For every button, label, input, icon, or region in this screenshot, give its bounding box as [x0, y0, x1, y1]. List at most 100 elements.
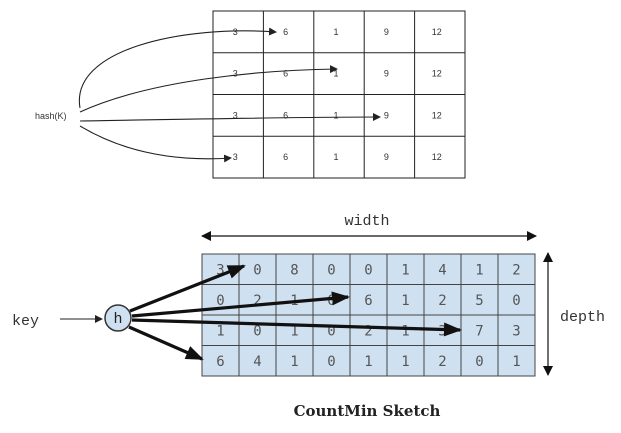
countmin-cell-value: 2	[364, 323, 372, 339]
hash-cell-value: 6	[283, 27, 288, 37]
countmin-cell: 1	[497, 345, 536, 377]
countmin-cell-box	[460, 345, 499, 377]
countmin-cell: 5	[460, 284, 499, 316]
countmin-cell: 0	[312, 345, 351, 377]
countmin-cell-box	[238, 284, 277, 316]
countmin-cell-value: 2	[438, 354, 446, 370]
countmin-cell-box	[386, 253, 425, 285]
hash-cell-value: 3	[233, 69, 238, 79]
countmin-cell-box	[497, 345, 536, 377]
countmin-cell-box	[386, 345, 425, 377]
hash-cell-value: 1	[333, 110, 338, 120]
countmin-cell-box	[460, 253, 499, 285]
countmin-cell-value: 1	[216, 323, 224, 339]
countmin-cell-value: 1	[364, 354, 372, 370]
countmin-cell-box	[238, 345, 277, 377]
countmin-cell: 0	[312, 314, 351, 346]
countmin-cell: 1	[275, 314, 314, 346]
countmin-cell: 6	[201, 345, 240, 377]
countmin-cell: 0	[238, 253, 277, 285]
countmin-cell-value: 1	[475, 262, 483, 278]
countmin-cell-box	[349, 314, 388, 346]
countmin-cell-value: 4	[438, 262, 446, 278]
hash-arrow-row-1	[78, 27, 277, 109]
countmin-cell: 1	[386, 345, 425, 377]
hash-cell-value: 1	[333, 69, 338, 79]
countmin-cell-value: 0	[512, 293, 520, 309]
width-dimension: width	[201, 213, 537, 241]
hash-node-circle	[104, 304, 132, 332]
hash-cell-value: 12	[432, 27, 442, 37]
cms-arrow-row-2	[131, 291, 350, 318]
countmin-cell: 1	[386, 253, 425, 285]
countmin-cell-box	[201, 345, 240, 377]
countmin-cell-box	[497, 314, 536, 346]
hash-cell-value: 3	[233, 152, 238, 162]
hash-cell-value: 9	[384, 27, 389, 37]
hash-cell-value: 1	[333, 27, 338, 37]
countmin-cell-value: 0	[327, 293, 335, 309]
countmin-cell: 1	[349, 345, 388, 377]
hash-cell-value: 6	[283, 110, 288, 120]
countmin-cell: 0	[497, 284, 536, 316]
countmin-cell-box	[275, 345, 314, 377]
countmin-cell-value: 1	[401, 262, 409, 278]
hash-k-label: hash(K)	[35, 111, 67, 121]
countmin-cell-value: 6	[216, 354, 224, 370]
countmin-cell-value: 0	[253, 323, 261, 339]
countmin-cell: 8	[275, 253, 314, 285]
key-label: key	[12, 313, 39, 330]
countmin-cell-box	[201, 314, 240, 346]
countmin-cell-value: 0	[364, 262, 372, 278]
countmin-cell: 1	[386, 284, 425, 316]
hash-cell-value: 6	[283, 152, 288, 162]
countmin-cell: 2	[423, 284, 462, 316]
countmin-hash-arrows	[128, 264, 462, 361]
hash-arrows	[78, 27, 381, 163]
countmin-cell: 2	[349, 314, 388, 346]
width-label: width	[344, 213, 389, 230]
hash-cell-value: 12	[432, 152, 442, 162]
countmin-cell-value: 8	[290, 262, 298, 278]
countmin-cell-box	[275, 314, 314, 346]
countmin-cell-value: 1	[401, 323, 409, 339]
cms-arrow-row-4	[128, 325, 204, 361]
countmin-cell-value: 7	[475, 323, 483, 339]
countmin-cell-value: 5	[475, 293, 483, 309]
countmin-cell-value: 0	[327, 323, 335, 339]
hash-cell-value: 3	[233, 110, 238, 120]
hash-table	[212, 10, 466, 179]
countmin-cell: 0	[349, 253, 388, 285]
cms-arrow-row-3	[131, 318, 462, 337]
countmin-cell: 0	[312, 253, 351, 285]
hash-arrow-row-4	[79, 125, 232, 163]
countmin-cell: 7	[460, 314, 499, 346]
countmin-cell: 1	[275, 345, 314, 377]
countmin-cell: 1	[460, 253, 499, 285]
countmin-cell: 1	[201, 314, 240, 346]
countmin-cell-box	[460, 314, 499, 346]
countmin-cell-value: 2	[253, 293, 261, 309]
countmin-cell: 2	[423, 345, 462, 377]
hash-cell-value: 1	[333, 152, 338, 162]
hash-cell-value: 12	[432, 110, 442, 120]
countmin-caption: CountMin Sketch	[294, 402, 441, 420]
countmin-cell-value: 0	[216, 293, 224, 309]
countmin-cell: 0	[238, 314, 277, 346]
countmin-cell-value: 1	[401, 293, 409, 309]
countmin-cell-value: 3	[216, 262, 224, 278]
hash-arrow-row-2	[79, 65, 338, 113]
hash-node-label: h	[113, 311, 122, 328]
countmin-cell-value: 1	[401, 354, 409, 370]
countmin-cell-box	[423, 253, 462, 285]
countmin-cell-value: 6	[364, 293, 372, 309]
countmin-cell-box	[349, 345, 388, 377]
cms-arrow-row-1	[129, 264, 246, 313]
countmin-cell-box	[312, 345, 351, 377]
countmin-cell-value: 0	[475, 354, 483, 370]
countmin-cell-value: 2	[438, 293, 446, 309]
countmin-cell-value: 1	[512, 354, 520, 370]
hash-cell-value: 9	[384, 110, 389, 120]
